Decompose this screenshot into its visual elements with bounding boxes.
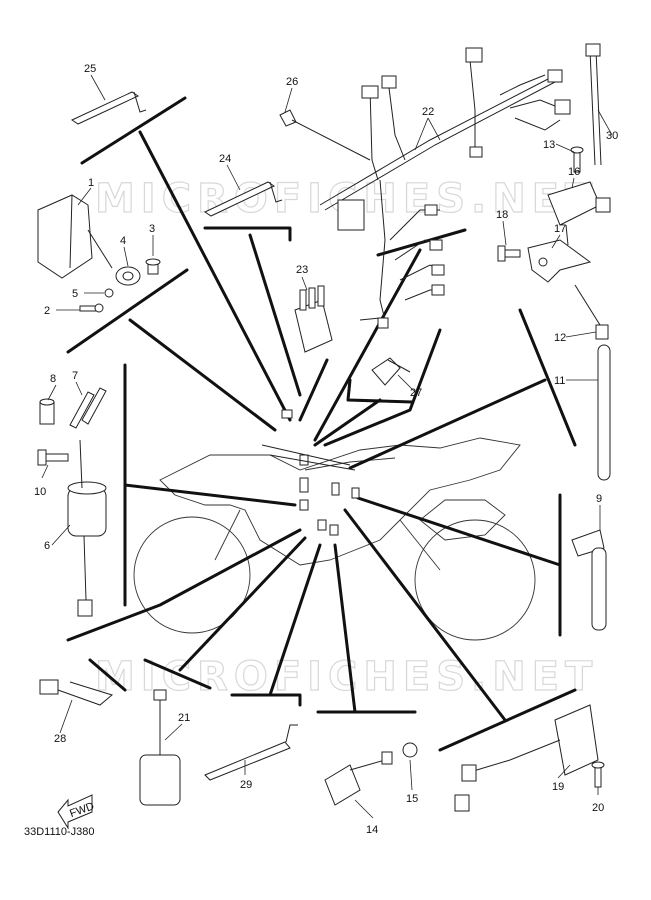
motorcycle-outline [133,437,536,641]
callout-1: 1 [88,177,94,189]
callout-25: 25 [84,63,96,75]
callout-10: 10 [34,486,46,498]
part-21-condenser [139,689,181,806]
callout-11: 11 [554,375,565,387]
leader-lines [41,74,613,819]
callout-7: 7 [72,370,78,382]
fwd-arrow-icon: FWD [57,794,96,830]
callout-21: 21 [178,712,190,724]
callout-23: 23 [296,264,308,276]
callout-5: 5 [72,288,78,300]
part-24-clamp [203,181,283,217]
part-12-joint [574,284,609,340]
part-11-hose [597,344,611,481]
part-10-bolt [37,449,69,466]
callout-13: 13 [543,139,555,151]
fwd-label: FWD [68,800,96,820]
part-22-wire-harness [319,47,571,329]
callout-22: 22 [422,106,434,118]
callout-19: 19 [552,781,564,793]
callout-30: 30 [606,130,618,142]
callout-15: 15 [406,793,418,805]
part-30-tie [585,43,602,166]
callout-2: 2 [44,305,50,317]
part-9-plug-cap [571,529,607,631]
callout-17: 17 [554,223,566,235]
callout-14: 14 [366,824,378,836]
callout-3: 3 [149,223,155,235]
part-18-bolt [497,245,521,262]
callout-4: 4 [120,235,126,247]
callout-8: 8 [50,373,56,385]
part-14-temperature-sensor [324,751,393,806]
part-5-washer [104,288,114,298]
callout-12: 12 [554,332,566,344]
center-connectors [261,409,360,536]
part-3-collar [145,258,161,275]
part-15-gasket [402,742,418,758]
part-25-clamp [70,91,147,125]
part-7-lead [69,387,107,429]
callout-29: 29 [240,779,252,791]
callout-6: 6 [44,540,50,552]
part-2-screw [79,303,104,313]
part-28-band [39,679,114,706]
part-4-damper [115,266,141,286]
callout-16: 16 [568,166,580,178]
part-1-cdi-unit [37,194,113,279]
callout-9: 9 [596,493,602,505]
callout-24: 24 [219,153,231,165]
callout-labels: 1 2 3 4 5 6 7 8 9 10 11 12 13 14 15 16 1… [34,63,618,836]
part-8-cap [39,398,55,425]
part-20-bolt [591,761,605,788]
group-lines [66,96,577,752]
callout-27: 27 [410,387,422,399]
watermark-bottom: MICROFICHES.NET [95,654,598,700]
callout-26: 26 [286,76,298,88]
part-29-clamp [204,724,298,781]
callout-20: 20 [592,802,604,814]
diagram-code: 33D1110-J380 [24,826,95,838]
part-16-sensor [547,181,611,246]
part-23-coupler [294,285,333,353]
part-26-band [279,109,371,161]
part-19-rectifier-regulator [454,704,599,812]
callout-18: 18 [496,209,508,221]
part-6-ignition-coil [67,439,107,617]
part-27-clamp [371,357,411,386]
part-13-bolt [570,146,584,173]
callout-28: 28 [54,733,66,745]
part-17-bracket [527,239,592,283]
